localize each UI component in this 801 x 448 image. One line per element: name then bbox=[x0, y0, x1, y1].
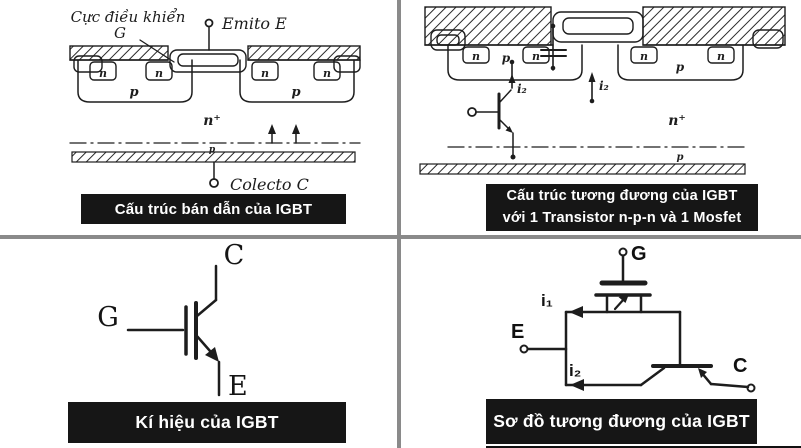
emitter-label: E bbox=[228, 371, 248, 402]
caption-equivalent-circuit: Sơ đồ tương đương của IGBT bbox=[486, 399, 757, 444]
caption-text: Kí hiệu của IGBT bbox=[135, 412, 279, 432]
p-substrate-label: p bbox=[677, 152, 684, 163]
mosfet-source-drain-stubs bbox=[605, 295, 643, 314]
emitter-arrowhead bbox=[205, 347, 219, 362]
n-drift-label: n⁺ bbox=[668, 113, 686, 129]
p-substrate-label: p bbox=[209, 145, 216, 155]
gate-label: G bbox=[114, 24, 126, 42]
caption-igbt-symbol: Kí hiệu của IGBT bbox=[68, 402, 346, 443]
emitter-terminal: Emito E bbox=[204, 14, 287, 51]
gate-pointer-line bbox=[139, 39, 175, 63]
i2-arrowhead bbox=[570, 379, 584, 391]
mosfet-channel-arrow bbox=[613, 294, 629, 311]
pnp-emitter-arrowhead bbox=[698, 368, 707, 378]
current-i2-label: i₂ bbox=[517, 82, 527, 96]
collector-terminal-label: Colecto C bbox=[230, 175, 309, 194]
emitter-contact-contour bbox=[169, 49, 247, 73]
n-drift-label: n⁺ bbox=[203, 113, 221, 129]
collector-terminal: Colecto C bbox=[209, 161, 309, 194]
current-arrows bbox=[268, 124, 300, 144]
current-arrowhead bbox=[508, 74, 516, 83]
n-region-label: n bbox=[99, 67, 107, 80]
caption-semiconductor-structure: Cấu trúc bán dẫn của IGBT bbox=[81, 194, 346, 224]
cropped-caption-edge bbox=[486, 446, 801, 448]
n-region-label: n bbox=[717, 50, 725, 63]
emitter-terminal-label: Emito E bbox=[221, 14, 287, 33]
collector-label: C bbox=[224, 240, 245, 271]
p-well-label: p bbox=[129, 85, 138, 100]
current-i2-arrow bbox=[588, 72, 596, 104]
gate-metal-hatch bbox=[69, 45, 361, 61]
collector-label: C bbox=[733, 355, 747, 377]
panel-igbt-symbol: C G E bbox=[97, 240, 248, 402]
n-region-label: n bbox=[261, 67, 269, 80]
collector-lead bbox=[195, 264, 218, 318]
emitter-lead bbox=[194, 333, 221, 397]
gate-label: G bbox=[97, 302, 119, 333]
panel-equivalent-circuit: G i₁ E i₂ C bbox=[511, 243, 756, 393]
p-well-label: p bbox=[502, 51, 511, 65]
current-i2-label: i₂ bbox=[569, 361, 581, 380]
emitter-contact-contour bbox=[552, 11, 644, 43]
panel-semiconductor-structure: n n n n p p Cực điều khiển G Emito E n⁺ … bbox=[69, 8, 361, 194]
n-region-label: n bbox=[532, 50, 540, 63]
n-region-label: n bbox=[323, 67, 331, 80]
i1-arrowhead bbox=[569, 306, 583, 318]
gate-terminal bbox=[618, 247, 628, 285]
n-region-boxes bbox=[89, 61, 341, 81]
caption-text: Sơ đồ tương đương của IGBT bbox=[493, 411, 750, 431]
collector-metal-hatch bbox=[71, 151, 356, 163]
pnp-transistor-symbol bbox=[639, 364, 756, 393]
current-i1-label: i₁ bbox=[541, 291, 553, 310]
side-contact-contours bbox=[73, 55, 361, 73]
collector-metal-hatch bbox=[419, 163, 746, 175]
caption-text-line1: Cấu trúc tương đương của IGBT bbox=[506, 187, 738, 204]
collector-terminal bbox=[746, 383, 756, 393]
control-electrode-label: Cực điều khiển bbox=[71, 8, 186, 26]
n-region-label: n bbox=[155, 67, 163, 80]
caption-equivalent-structure: Cấu trúc tương đương của IGBT với 1 Tran… bbox=[486, 184, 758, 231]
npn-transistor-symbol bbox=[467, 59, 516, 160]
panel-divider-horizontal bbox=[0, 235, 801, 239]
p-well-outlines bbox=[447, 44, 744, 81]
panel-divider-vertical bbox=[397, 0, 401, 448]
p-well-label: p bbox=[676, 60, 685, 74]
gate-label: G bbox=[631, 243, 647, 265]
p-well-outlines bbox=[77, 59, 355, 103]
emitter-terminal bbox=[519, 344, 568, 354]
n-region-label: n bbox=[640, 50, 648, 63]
emitter-label: E bbox=[511, 321, 524, 343]
p-well-label: p bbox=[291, 85, 300, 100]
n-region-label: n bbox=[472, 50, 480, 63]
caption-text-line2: với 1 Transistor n-p-n và 1 Mosfet bbox=[502, 209, 742, 226]
caption-text: Cấu trúc bán dẫn của IGBT bbox=[114, 200, 313, 218]
panel-equivalent-structure: n n n n p p i₂ bbox=[419, 6, 786, 175]
mos-channel-scribble bbox=[540, 23, 567, 71]
current-i2-label: i₂ bbox=[599, 79, 609, 93]
emitter-arrowhead bbox=[505, 126, 513, 133]
